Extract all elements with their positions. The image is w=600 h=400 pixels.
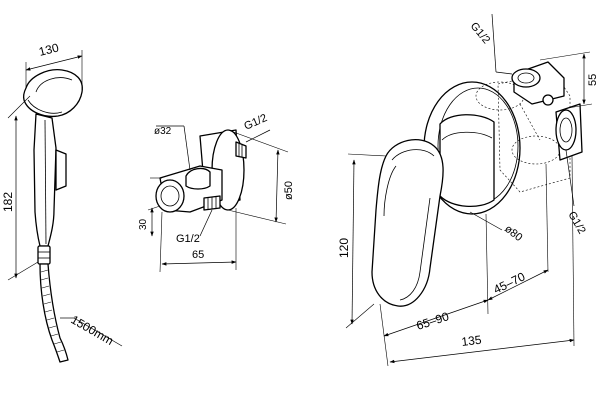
outlet-side-diameter-label: ø50: [283, 181, 295, 200]
mixer-lever: [371, 139, 444, 307]
outlet-depth-label: 65: [192, 249, 204, 261]
hose: [39, 263, 69, 363]
mixer-range-2-label: 45–70: [491, 269, 527, 296]
mixer-plate-diameter-label: ø80: [502, 223, 524, 244]
shower-width-label: 130: [37, 40, 60, 59]
mixer-top-inlet: [511, 68, 541, 88]
outlet-top-thread-label: G1/2: [242, 112, 269, 133]
wall-outlet-drawing: ø32 G1/2 ø50 30 G1/2 65: [138, 112, 295, 273]
mixer-drawing: G1/2 55 G1/2 ø80 120 65–90 45–70 135: [337, 13, 599, 367]
mixer-right-height-label: 55: [587, 74, 599, 86]
mixer-range-1-label: 65–90: [415, 309, 451, 333]
shower-height-label: 182: [1, 192, 15, 212]
mixer-side-inlet: [555, 109, 577, 151]
hose-length-label: 1500mm: [69, 312, 116, 347]
hand-shower-drawing: 130 182 1500mm: [1, 40, 123, 363]
outlet-left-height-label: 30: [138, 218, 149, 230]
shower-head-body: [22, 69, 83, 118]
outlet-bottom-thread-label: G1/2: [176, 233, 200, 245]
mixer-total-label: 135: [461, 333, 483, 349]
mixer-right-thread-label: G1/2: [565, 210, 587, 237]
outlet-top-diameter-label: ø32: [154, 126, 172, 137]
outlet-front-cylinder: [155, 179, 185, 213]
mixer-left-height-label: 120: [337, 238, 351, 258]
mixer-top-thread-label: G1/2: [468, 20, 493, 46]
